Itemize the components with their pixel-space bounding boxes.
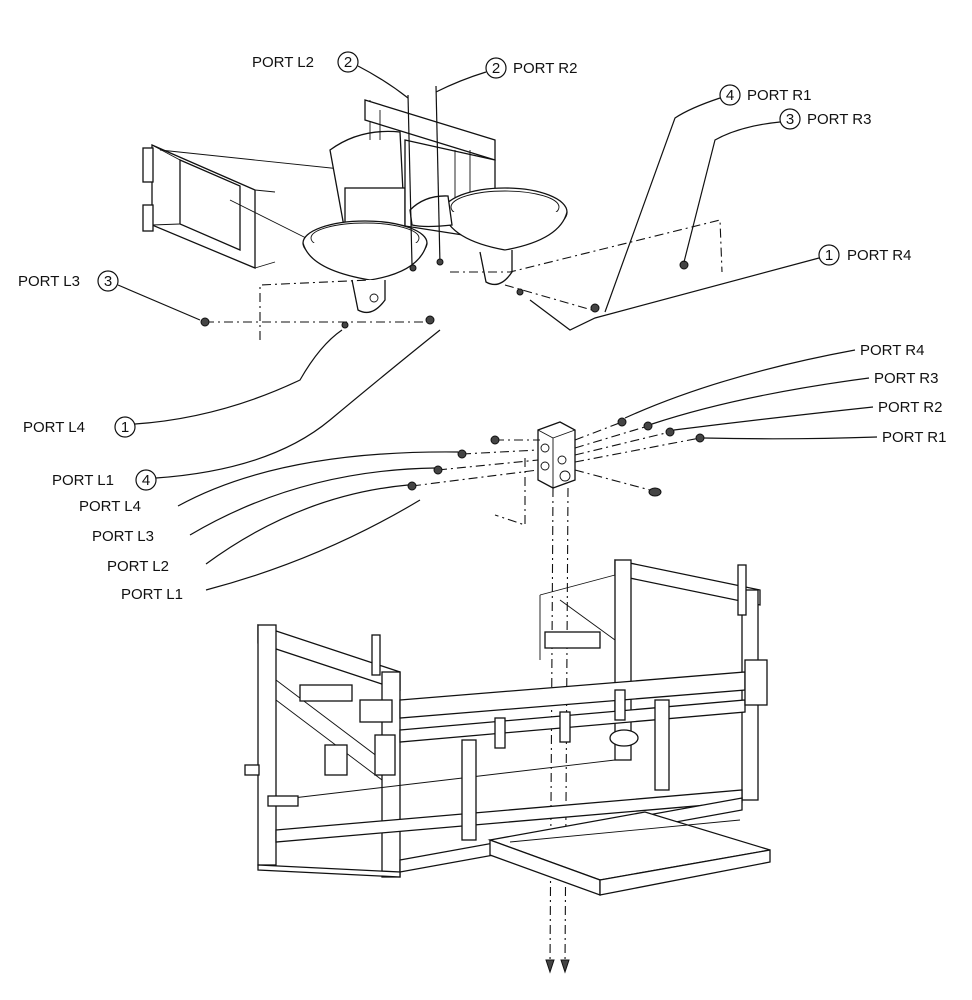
port-r3-number: 3 (786, 111, 794, 128)
port-l2-number: 2 (344, 54, 352, 71)
port-l4-number: 1 (121, 419, 129, 436)
port-r1-label: PORT R1 (747, 87, 811, 104)
port-r3-label: PORT R3 (807, 111, 871, 128)
manifold-drop-line-left (549, 487, 554, 966)
right-seat (409, 187, 568, 286)
manifold-port-l3-label: PORT L3 (92, 528, 154, 545)
left-mount-bracket (142, 144, 351, 269)
port-l3-number: 3 (104, 273, 112, 290)
callout-port-l3: PORT L3 3 (18, 270, 201, 321)
port-r1-dash (504, 284, 593, 311)
port-r2-number: 2 (492, 60, 500, 77)
manifold-drop-line-right (564, 487, 569, 966)
callout-port-r2: 2 PORT R2 (435, 57, 577, 93)
manifold-port-l1-label: PORT L1 (121, 586, 183, 603)
left-seat (302, 220, 428, 314)
manifold-callouts-left: PORT L4 PORT L3 PORT L2 PORT L1 (79, 451, 459, 603)
manifold-port-r3-label: PORT R3 (874, 370, 938, 387)
port-l3-fitting (200, 317, 210, 327)
port-l4-label: PORT L4 (23, 419, 85, 436)
upper-seat-assembly (142, 85, 723, 340)
callout-port-r3: 3 PORT R3 (683, 108, 871, 263)
port-l2-label: PORT L2 (252, 54, 314, 71)
port-r2-drop-line (435, 85, 441, 266)
port-r1-number: 4 (726, 87, 734, 104)
port-l1-number: 4 (142, 472, 150, 489)
callout-port-l4: PORT L4 1 (23, 329, 343, 438)
port-r4-label: PORT R4 (847, 247, 911, 264)
callout-port-r1: 4 PORT R1 (604, 84, 811, 313)
port-r3-fitting (679, 260, 689, 270)
manifold-callouts-right: PORT R4 PORT R3 PORT R2 PORT R1 (624, 342, 946, 446)
callout-port-r4: 1 PORT R4 (529, 244, 911, 331)
manifold-port-l4-label: PORT L4 (79, 498, 141, 515)
port-r4-fitting (516, 288, 524, 296)
port-r2-label: PORT R2 (513, 60, 577, 77)
lower-frame-assembly (244, 559, 771, 896)
port-l1-label: PORT L1 (52, 472, 114, 489)
port-l1-fitting (341, 321, 349, 329)
port-l2-drop-line (407, 94, 413, 266)
port-r4-number: 1 (825, 247, 833, 264)
port-l4-fitting (425, 315, 435, 325)
manifold-port-r2-label: PORT R2 (878, 399, 942, 416)
callout-port-l2: PORT L2 2 (252, 51, 409, 99)
callout-port-l1: PORT L1 4 (52, 329, 441, 491)
manifold-block (407, 417, 705, 974)
port-r1-fitting (590, 303, 600, 313)
port-l3-label: PORT L3 (18, 273, 80, 290)
manifold-port-l2-label: PORT L2 (107, 558, 169, 575)
manifold-port-r1-label: PORT R1 (882, 429, 946, 446)
port-l2-fitting (409, 264, 417, 272)
port-l3-dash-a (259, 279, 371, 340)
port-r2-fitting (436, 258, 444, 266)
manifold-port-r4-label: PORT R4 (860, 342, 924, 359)
